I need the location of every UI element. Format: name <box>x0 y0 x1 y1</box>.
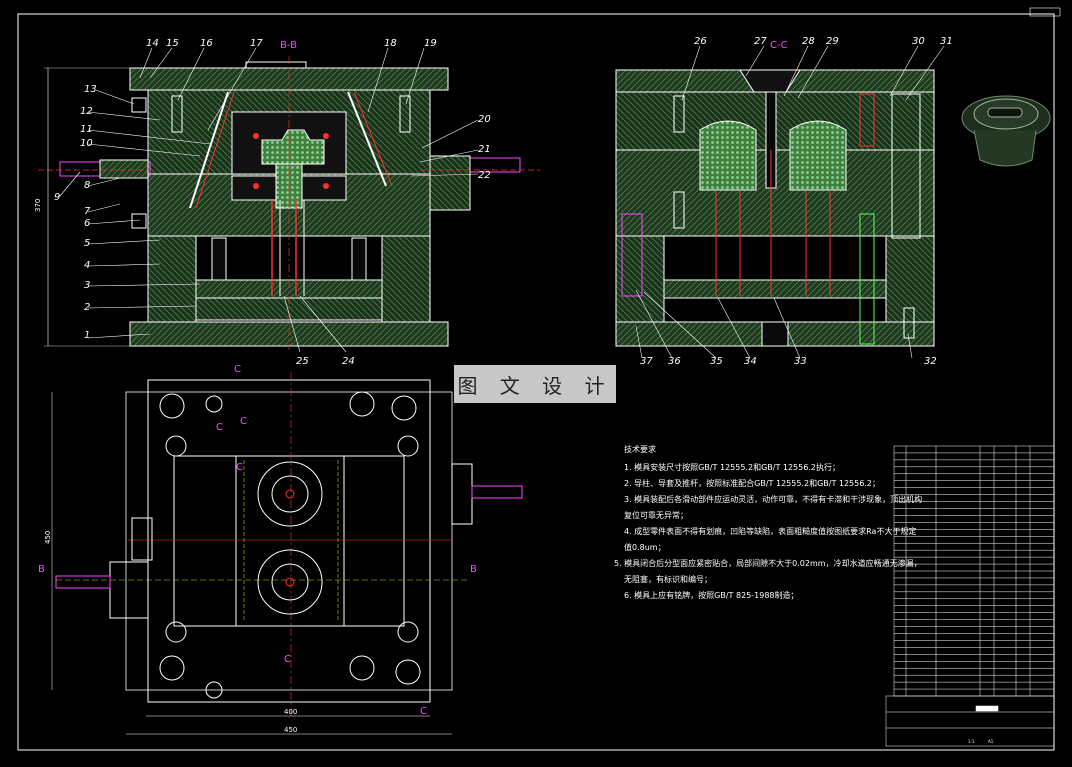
part-22: 22 <box>478 170 491 181</box>
dim-width-inner: 400 <box>284 708 297 716</box>
part-3: 3 <box>84 280 90 291</box>
part-11: 11 <box>80 124 93 135</box>
part-19: 19 <box>424 38 437 49</box>
section-cc-label: C-C <box>770 40 788 51</box>
part-17: 17 <box>250 38 263 49</box>
part-34: 34 <box>744 356 757 367</box>
parts-list-table <box>885 445 1055 747</box>
part-31: 31 <box>940 36 953 47</box>
marker-c-2: C <box>240 416 247 427</box>
part-24: 24 <box>342 356 355 367</box>
part-33: 33 <box>794 356 807 367</box>
svg-text:1. 模具安装尺寸按照GB/T 12555.2和GB/T 1: 1. 模具安装尺寸按照GB/T 12555.2和GB/T 12556.2执行； <box>624 462 840 472</box>
svg-text:2. 导柱、导套及推杆，按照标准配合GB/T 12555.2: 2. 导柱、导套及推杆，按照标准配合GB/T 12555.2和GB/T 1255… <box>624 478 880 488</box>
sheet-border <box>17 13 1055 751</box>
part-2: 2 <box>84 302 90 313</box>
part-15: 15 <box>166 38 179 49</box>
svg-text:复位可靠无异常；: 复位可靠无异常； <box>624 510 688 520</box>
svg-text:无阻塞，有标识和编号；: 无阻塞，有标识和编号； <box>624 574 712 584</box>
left-part-numbers: 1 2 3 4 5 6 7 8 9 10 11 12 13 14 15 16 1… <box>54 38 491 367</box>
svg-text:4. 成型零件表面不得有划痕，凹陷等缺陷，表面粗糙度值按图纸: 4. 成型零件表面不得有划痕，凹陷等缺陷，表面粗糙度值按图纸要求Ra不大于规定 <box>624 526 916 536</box>
marker-b-left: B <box>38 564 45 575</box>
marker-c-top: C <box>234 364 241 375</box>
part-7: 7 <box>84 206 91 217</box>
title-sheet: A1 <box>988 739 994 744</box>
right-leaders <box>635 45 945 359</box>
marker-c-1: C <box>216 422 223 433</box>
part-4: 4 <box>84 260 90 271</box>
svg-text:3. 模具装配后各滑动部件应运动灵活，动作可靠，不得有卡滞和: 3. 模具装配后各滑动部件应运动灵活，动作可靠，不得有卡滞和干涉现象，顶出机构 <box>624 494 922 504</box>
svg-text:5. 模具闭合后分型面应紧密贴合，局部间隙不大于0.02mm: 5. 模具闭合后分型面应紧密贴合，局部间隙不大于0.02mm，冷却水道应畅通无渗… <box>614 558 922 568</box>
title-block-mark <box>975 705 999 712</box>
part-14: 14 <box>146 38 159 49</box>
part-18: 18 <box>384 38 397 49</box>
part-5: 5 <box>84 238 90 249</box>
marker-c-3: C <box>236 462 243 473</box>
marker-c-4: C <box>284 654 291 665</box>
part-28: 28 <box>802 36 815 47</box>
part-16: 16 <box>200 38 213 49</box>
part-25: 25 <box>296 356 309 367</box>
title-scale: 1:1 <box>968 739 975 744</box>
svg-text:6. 模具上应有铭牌，按照GB/T 825-1988制造；: 6. 模具上应有铭牌，按照GB/T 825-1988制造； <box>624 590 799 600</box>
part-13: 13 <box>84 84 97 95</box>
part-35: 35 <box>710 356 723 367</box>
dim-width-outer: 450 <box>284 726 297 734</box>
notes-heading: 技术要求 <box>624 444 656 454</box>
part-30: 30 <box>912 36 925 47</box>
marker-c-bottom: C <box>420 706 427 717</box>
part-21: 21 <box>478 144 491 155</box>
part-36: 36 <box>668 356 681 367</box>
dim-section-height: 370 <box>34 199 42 212</box>
section-bb-label: B-B <box>280 40 297 51</box>
dim-height: 450 <box>44 531 52 544</box>
watermark-banner: 图 文 设 计 <box>454 365 616 403</box>
part-9: 9 <box>54 192 60 203</box>
title-block-frame <box>885 695 1055 747</box>
plan-view: 400 450 450 C C C C C C B B <box>38 364 523 735</box>
part-12: 12 <box>80 106 93 117</box>
part-32: 32 <box>924 356 937 367</box>
left-leaders <box>59 47 479 353</box>
part-20: 20 <box>478 114 491 125</box>
part-10: 10 <box>80 138 93 149</box>
section-bb-view: 370 B-B <box>34 40 540 350</box>
marker-b-right: B <box>470 564 477 575</box>
svg-text:值0.8um；: 值0.8um； <box>624 542 666 552</box>
part-29: 29 <box>826 36 839 47</box>
section-cc-view: C-C <box>615 40 935 347</box>
part-8: 8 <box>84 180 90 191</box>
part-6: 6 <box>84 218 90 229</box>
right-part-numbers: 26 27 28 29 30 31 32 33 34 35 36 37 <box>640 36 953 367</box>
technical-notes: 技术要求 1. 模具安装尺寸按照GB/T 12555.2和GB/T 12556.… <box>614 444 922 600</box>
part-26: 26 <box>694 36 707 47</box>
part-3d-thumbnail <box>961 95 1051 167</box>
part-37: 37 <box>640 356 653 367</box>
part-1: 1 <box>84 330 90 341</box>
part-27: 27 <box>754 36 767 47</box>
